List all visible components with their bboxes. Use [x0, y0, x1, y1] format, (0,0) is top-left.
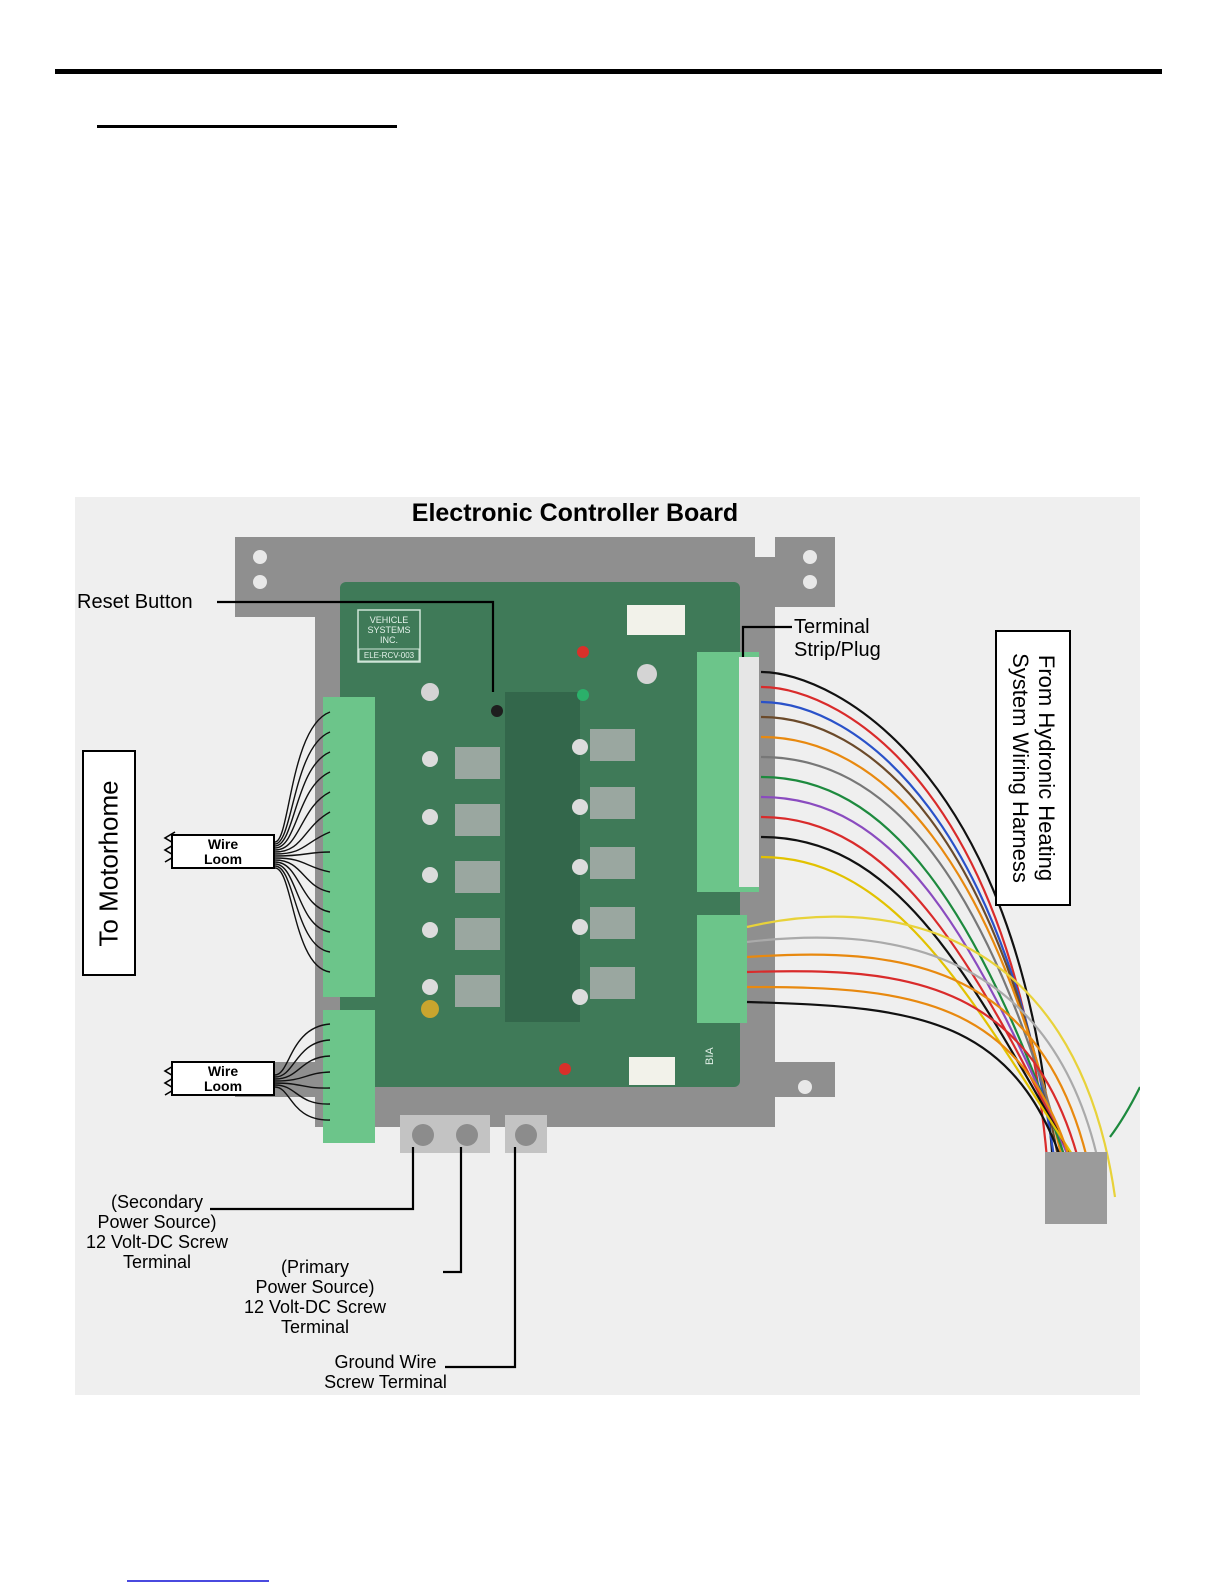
relay — [627, 605, 685, 635]
controller-board-figure: VEHICLE SYSTEMS INC. ELE-RCV-003 BIA — [75, 497, 1140, 1395]
right-terminal-block-lower — [697, 915, 747, 1023]
board-trace-area — [505, 692, 580, 1022]
harness-conduit — [1045, 1152, 1107, 1224]
terminal-strip-insert — [739, 657, 759, 887]
left-terminal-block-lower — [323, 1010, 375, 1143]
hydronic-harness-box: From Hydronic Heating System Wiring Harn… — [995, 630, 1071, 906]
driver-caps — [422, 739, 588, 1005]
mount-hole — [803, 575, 817, 589]
secondary-power-label-line: (Secondary — [110, 1192, 204, 1212]
left-wire-bundle-lower — [274, 1023, 331, 1121]
primary-power-label-line: Power Source) — [255, 1277, 375, 1297]
primary-power-label-line: 12 Volt-DC Screw — [243, 1297, 387, 1317]
maker-silkscreen: VEHICLE — [370, 615, 409, 625]
terminal-strip-leader — [741, 625, 792, 657]
reset-button-leader — [217, 600, 495, 692]
secondary-power-screw — [412, 1124, 434, 1146]
wire-loom-tag-line: Wire — [207, 836, 239, 852]
secondary-power-label-line: Terminal — [122, 1252, 192, 1272]
hydronic-harness-label-line: From Hydronic Heating — [1034, 654, 1059, 882]
mount-hole — [798, 1080, 812, 1094]
wire-loom-tag-lower: Wire Loom — [171, 1061, 275, 1096]
corner-silkscreen: BIA — [704, 1047, 716, 1065]
wire-loom-tag-line: Loom — [203, 851, 243, 867]
capacitor — [421, 1000, 439, 1018]
secondary-power-label-line: Power Source) — [97, 1212, 217, 1232]
section-heading-underline — [97, 125, 397, 128]
status-led-red — [559, 1063, 571, 1075]
maker-silkscreen: INC. — [380, 635, 398, 645]
terminal-strip-label-line: Strip/Plug — [794, 639, 881, 661]
to-motorhome-box: To Motorhome — [82, 750, 136, 976]
figure-title: Electronic Controller Board — [411, 499, 739, 527]
hydronic-harness-label-line: System Wiring Harness — [1008, 653, 1033, 883]
hydronic-harness-label: From Hydronic Heating System Wiring Harn… — [1007, 653, 1059, 883]
reset-button-body — [491, 705, 503, 717]
terminal-strip-label: Terminal Strip/Plug — [794, 616, 881, 662]
model-silkscreen: ELE-RCV-003 — [364, 651, 415, 660]
relay — [629, 1057, 675, 1085]
bottom-link-underline — [127, 1580, 269, 1582]
mount-hole — [253, 550, 267, 564]
hydronic-wiring-harness — [746, 670, 1140, 1203]
capacitor — [421, 683, 439, 701]
ground-screw — [515, 1124, 537, 1146]
ground-wire-label-line: Ground Wire — [334, 1352, 437, 1372]
left-terminal-block-upper — [323, 697, 375, 997]
capacitor — [637, 664, 657, 684]
leader-lines — [210, 600, 792, 1369]
top-rule — [55, 69, 1162, 74]
terminal-strip-label-line: Terminal — [794, 616, 870, 638]
ground-wire-label: Ground Wire Screw Terminal — [313, 1352, 458, 1392]
to-motorhome-label: To Motorhome — [93, 779, 124, 947]
board-photo-illustration: VEHICLE SYSTEMS INC. ELE-RCV-003 BIA — [163, 537, 1140, 1369]
maker-silkscreen-box — [357, 609, 421, 663]
left-wire-bundle-upper — [274, 711, 331, 973]
driver-modules — [455, 729, 635, 1007]
ground-wire-label-line: Screw Terminal — [324, 1372, 447, 1392]
maker-silkscreen: SYSTEMS — [367, 625, 410, 635]
wire-loom-tag-line: Loom — [203, 1078, 243, 1094]
secondary-power-label-line: 12 Volt-DC Screw — [85, 1232, 229, 1252]
primary-power-label-line: (Primary — [281, 1257, 349, 1277]
mount-hole — [253, 575, 267, 589]
primary-power-label-line: Terminal — [280, 1317, 350, 1337]
status-led-red — [577, 646, 589, 658]
secondary-power-label: (Secondary Power Source) 12 Volt-DC Scre… — [77, 1192, 237, 1272]
wire-loom-tag-line: Wire — [207, 1063, 239, 1079]
ground-wire-leader — [445, 1147, 517, 1369]
primary-power-label: (Primary Power Source) 12 Volt-DC Screw … — [235, 1257, 395, 1337]
primary-power-screw — [456, 1124, 478, 1146]
reset-button-label: Reset Button — [77, 591, 193, 613]
secondary-power-leader — [210, 1147, 415, 1211]
wire-loom-tag-upper: Wire Loom — [171, 834, 275, 869]
status-led-green — [577, 689, 589, 701]
mount-hole — [803, 550, 817, 564]
model-silkscreen-box — [358, 648, 420, 662]
primary-power-leader — [443, 1147, 463, 1274]
